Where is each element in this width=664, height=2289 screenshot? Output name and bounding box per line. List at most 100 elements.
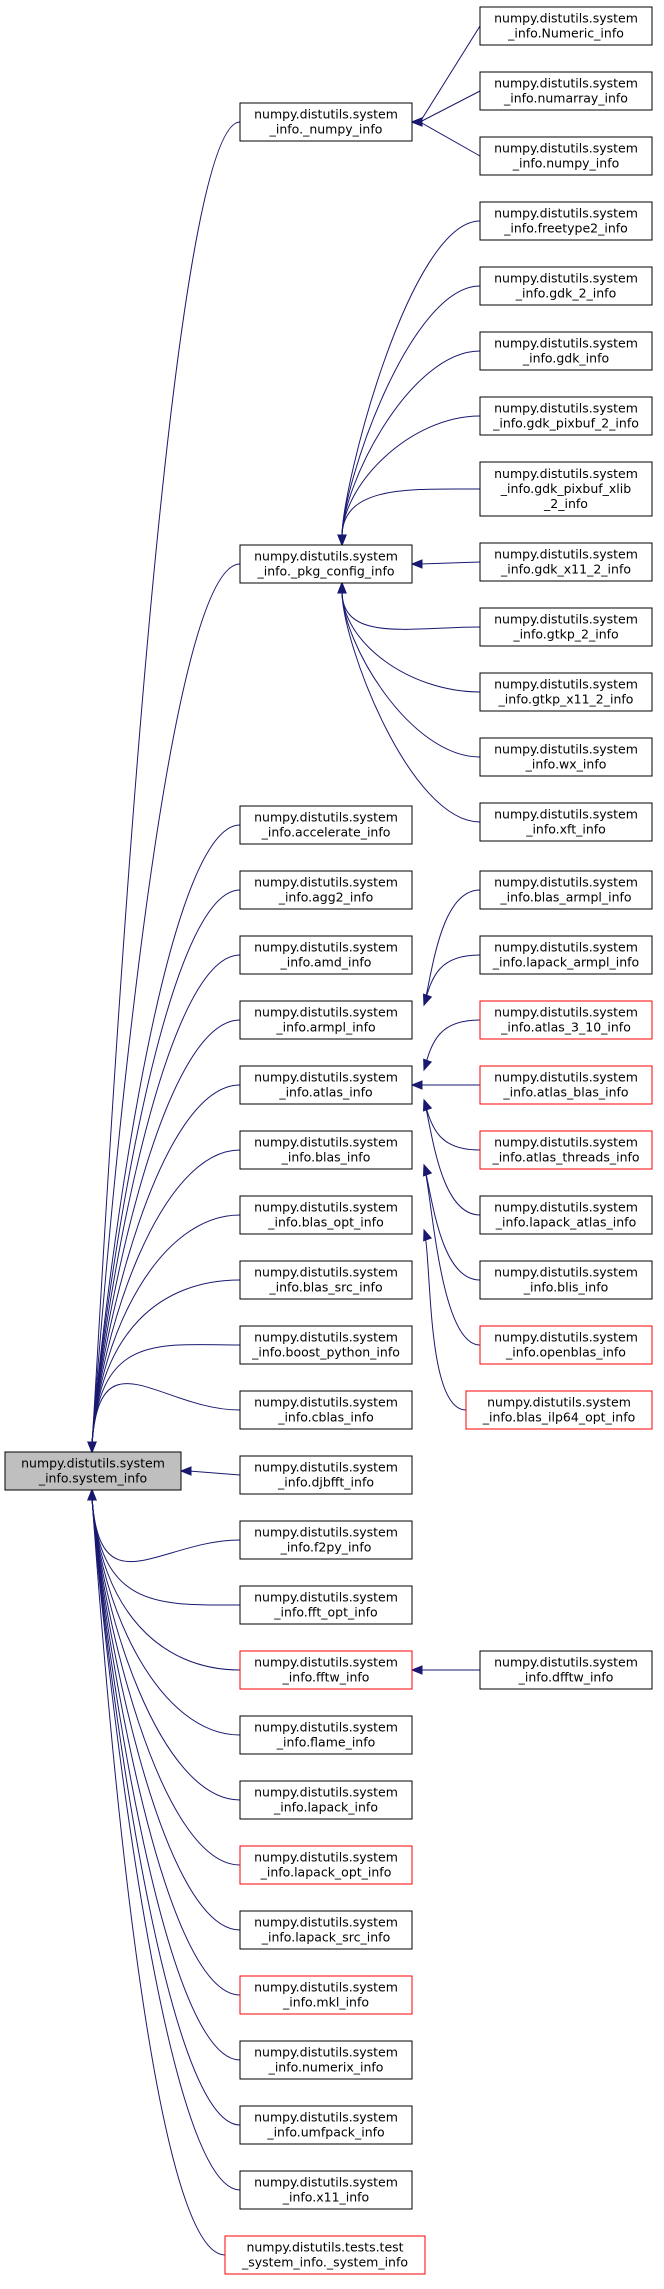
class-node-gtkp-x11-2[interactable]: numpy.distutils.system_info.gtkp_x11_2_i… — [479, 672, 653, 712]
node-label-line: numpy.distutils.system — [254, 549, 398, 564]
class-node-lapack-src[interactable]: numpy.distutils.system_info.lapack_src_i… — [239, 1910, 413, 1950]
class-node-cblas[interactable]: numpy.distutils.system_info.cblas_info — [239, 1390, 413, 1430]
arrowhead — [410, 559, 423, 569]
class-node-mkl[interactable]: numpy.distutils.system_info.mkl_info — [239, 1975, 413, 2015]
arrowhead — [337, 534, 347, 547]
class-node-blas-armpl[interactable]: numpy.distutils.system_info.blas_armpl_i… — [479, 870, 653, 910]
class-node-freetype2[interactable]: numpy.distutils.system_info.freetype2_in… — [479, 201, 653, 241]
node-label-line: _info.atlas_blas_info — [502, 1085, 628, 1100]
class-node-numpyinfo[interactable]: numpy.distutils.system_info.numpy_info — [479, 136, 653, 176]
class-node-gdk-pixbuf-xlib2[interactable]: numpy.distutils.system_info.gdk_pixbuf_x… — [479, 461, 653, 517]
inheritance-edge — [423, 889, 481, 1006]
class-node-pkg-config[interactable]: numpy.distutils.system_info._pkg_config_… — [239, 544, 413, 584]
node-label-line: _info.blas_opt_info — [267, 1215, 383, 1230]
class-node-xft[interactable]: numpy.distutils.system_info.xft_info — [479, 802, 653, 842]
class-node-armpl[interactable]: numpy.distutils.system_info.armpl_info — [239, 1000, 413, 1040]
inheritance-edge — [419, 90, 481, 123]
class-node-lapack-atlas[interactable]: numpy.distutils.system_info.lapack_atlas… — [479, 1195, 653, 1235]
node-label-line: numpy.distutils.system — [254, 940, 398, 955]
node-box — [479, 396, 653, 436]
node-label-line: numpy.distutils.system — [494, 1005, 638, 1020]
class-node-boost-python[interactable]: numpy.distutils.system_info.boost_python… — [239, 1325, 413, 1365]
class-node-numpy-base[interactable]: numpy.distutils.system_info._numpy_info — [239, 102, 413, 142]
inheritance-edge — [341, 488, 481, 538]
class-node-f2py[interactable]: numpy.distutils.system_info.f2py_info — [239, 1520, 413, 1560]
class-node-gdk2[interactable]: numpy.distutils.system_info.gdk_2_info — [479, 266, 653, 306]
class-node-dfftw[interactable]: numpy.distutils.system_info.dfftw_info — [479, 1650, 653, 1690]
class-node-lapack-armpl[interactable]: numpy.distutils.system_info.lapack_armpl… — [479, 935, 653, 975]
class-node-lapack[interactable]: numpy.distutils.system_info.lapack_info — [239, 1780, 413, 1820]
inheritance-edge — [341, 285, 481, 538]
node-label-line: _info.lapack_armpl_info — [492, 955, 639, 970]
node-label-line: numpy.distutils.system — [494, 271, 638, 286]
inheritance-edge — [341, 415, 481, 538]
node-label-line: numpy.distutils.system — [487, 1395, 631, 1410]
node-label-line: numpy.distutils.system — [254, 1135, 398, 1150]
node-label-line: numpy.distutils.system — [254, 2045, 398, 2060]
class-node-lapack-opt[interactable]: numpy.distutils.system_info.lapack_opt_i… — [239, 1845, 413, 1885]
inheritance-edge — [91, 1344, 241, 1445]
class-node-flame[interactable]: numpy.distutils.system_info.flame_info — [239, 1715, 413, 1755]
class-node-numerix[interactable]: numpy.distutils.system_info.numerix_info — [239, 2040, 413, 2080]
class-node-root[interactable]: numpy.distutils.system_info.system_info — [4, 1451, 182, 1491]
class-node-gtkp2[interactable]: numpy.distutils.system_info.gtkp_2_info — [479, 607, 653, 647]
node-box — [239, 2105, 413, 2145]
node-box — [479, 136, 653, 176]
node-box — [239, 102, 413, 142]
class-node-numarray[interactable]: numpy.distutils.system_info.numarray_inf… — [479, 71, 653, 111]
inheritance-edge — [91, 824, 241, 1445]
class-node-wx[interactable]: numpy.distutils.system_info.wx_info — [479, 737, 653, 777]
node-label-line: numpy.distutils.tests.test — [246, 2240, 403, 2255]
class-node-openblas[interactable]: numpy.distutils.system_info.openblas_inf… — [479, 1325, 653, 1365]
node-label-line: _info.lapack_src_info — [261, 1930, 390, 1945]
class-node-fft-opt[interactable]: numpy.distutils.system_info.fft_opt_info — [239, 1585, 413, 1625]
node-box — [479, 607, 653, 647]
node-box — [479, 870, 653, 910]
class-node-numeric[interactable]: numpy.distutils.system_info.Numeric_info — [479, 6, 653, 46]
class-node-agg2[interactable]: numpy.distutils.system_info.agg2_info — [239, 870, 413, 910]
node-label-line: _info.flame_info — [276, 1735, 376, 1750]
class-node-umfpack[interactable]: numpy.distutils.system_info.umfpack_info — [239, 2105, 413, 2145]
class-node-gdk[interactable]: numpy.distutils.system_info.gdk_info — [479, 331, 653, 371]
node-label-line: numpy.distutils.system — [494, 1135, 638, 1150]
class-node-accelerate[interactable]: numpy.distutils.system_info.accelerate_i… — [239, 805, 413, 845]
inheritance-edge — [341, 220, 481, 538]
inheritance-edge — [423, 1164, 481, 1346]
inheritance-edge — [341, 590, 481, 758]
node-box — [239, 1455, 413, 1495]
class-node-blis[interactable]: numpy.distutils.system_info.blis_info — [479, 1260, 653, 1300]
node-label-line: numpy.distutils.system — [494, 466, 638, 481]
class-node-atlas[interactable]: numpy.distutils.system_info.atlas_info — [239, 1065, 413, 1105]
node-label-line: _info.agg2_info — [278, 890, 374, 905]
class-node-djbfft[interactable]: numpy.distutils.system_info.djbfft_info — [239, 1455, 413, 1495]
class-node-blas-ilp64-opt[interactable]: numpy.distutils.system_info.blas_ilp64_o… — [465, 1390, 653, 1430]
node-box — [479, 1000, 653, 1040]
class-node-gdk-x11-2[interactable]: numpy.distutils.system_info.gdk_x11_2_in… — [479, 542, 653, 582]
node-label-line: numpy.distutils.system — [494, 401, 638, 416]
node-box — [239, 1650, 413, 1690]
inheritance-edge — [188, 1470, 241, 1476]
node-label-line: numpy.distutils.system — [254, 1005, 398, 1020]
class-node-amd[interactable]: numpy.distutils.system_info.amd_info — [239, 935, 413, 975]
class-node-x11[interactable]: numpy.distutils.system_info.x11_info — [239, 2170, 413, 2210]
node-label-line: _info.gtkp_2_info — [512, 627, 618, 642]
class-node-test-system-info[interactable]: numpy.distutils.tests.test_system_info._… — [224, 2235, 426, 2275]
inheritance-edge — [91, 1497, 241, 2126]
arrowhead — [337, 581, 347, 594]
class-node-blas-src[interactable]: numpy.distutils.system_info.blas_src_inf… — [239, 1260, 413, 1300]
class-node-blas[interactable]: numpy.distutils.system_info.blas_info — [239, 1130, 413, 1170]
node-label-line: _info.numpy_info — [512, 156, 620, 171]
class-node-atlas-blas[interactable]: numpy.distutils.system_info.atlas_blas_i… — [479, 1065, 653, 1105]
class-node-fftw[interactable]: numpy.distutils.system_info.fftw_info — [239, 1650, 413, 1690]
arrowhead — [410, 1080, 423, 1090]
class-node-atlas-threads[interactable]: numpy.distutils.system_info.atlas_thread… — [479, 1130, 653, 1170]
node-label-line: numpy.distutils.system — [494, 1265, 638, 1280]
node-label-line: _info.atlas_threads_info — [491, 1150, 639, 1165]
node-label-line: _info.freetype2_info — [503, 221, 628, 236]
node-label-line: numpy.distutils.system — [254, 1850, 398, 1865]
node-label-line: _info.wx_info — [525, 757, 607, 772]
node-label-line: _info.numerix_info — [268, 2060, 384, 2075]
class-node-blas-opt[interactable]: numpy.distutils.system_info.blas_opt_inf… — [239, 1195, 413, 1235]
class-node-atlas-3-10[interactable]: numpy.distutils.system_info.atlas_3_10_i… — [479, 1000, 653, 1040]
class-node-gdk-pixbuf2[interactable]: numpy.distutils.system_info.gdk_pixbuf_2… — [479, 396, 653, 436]
